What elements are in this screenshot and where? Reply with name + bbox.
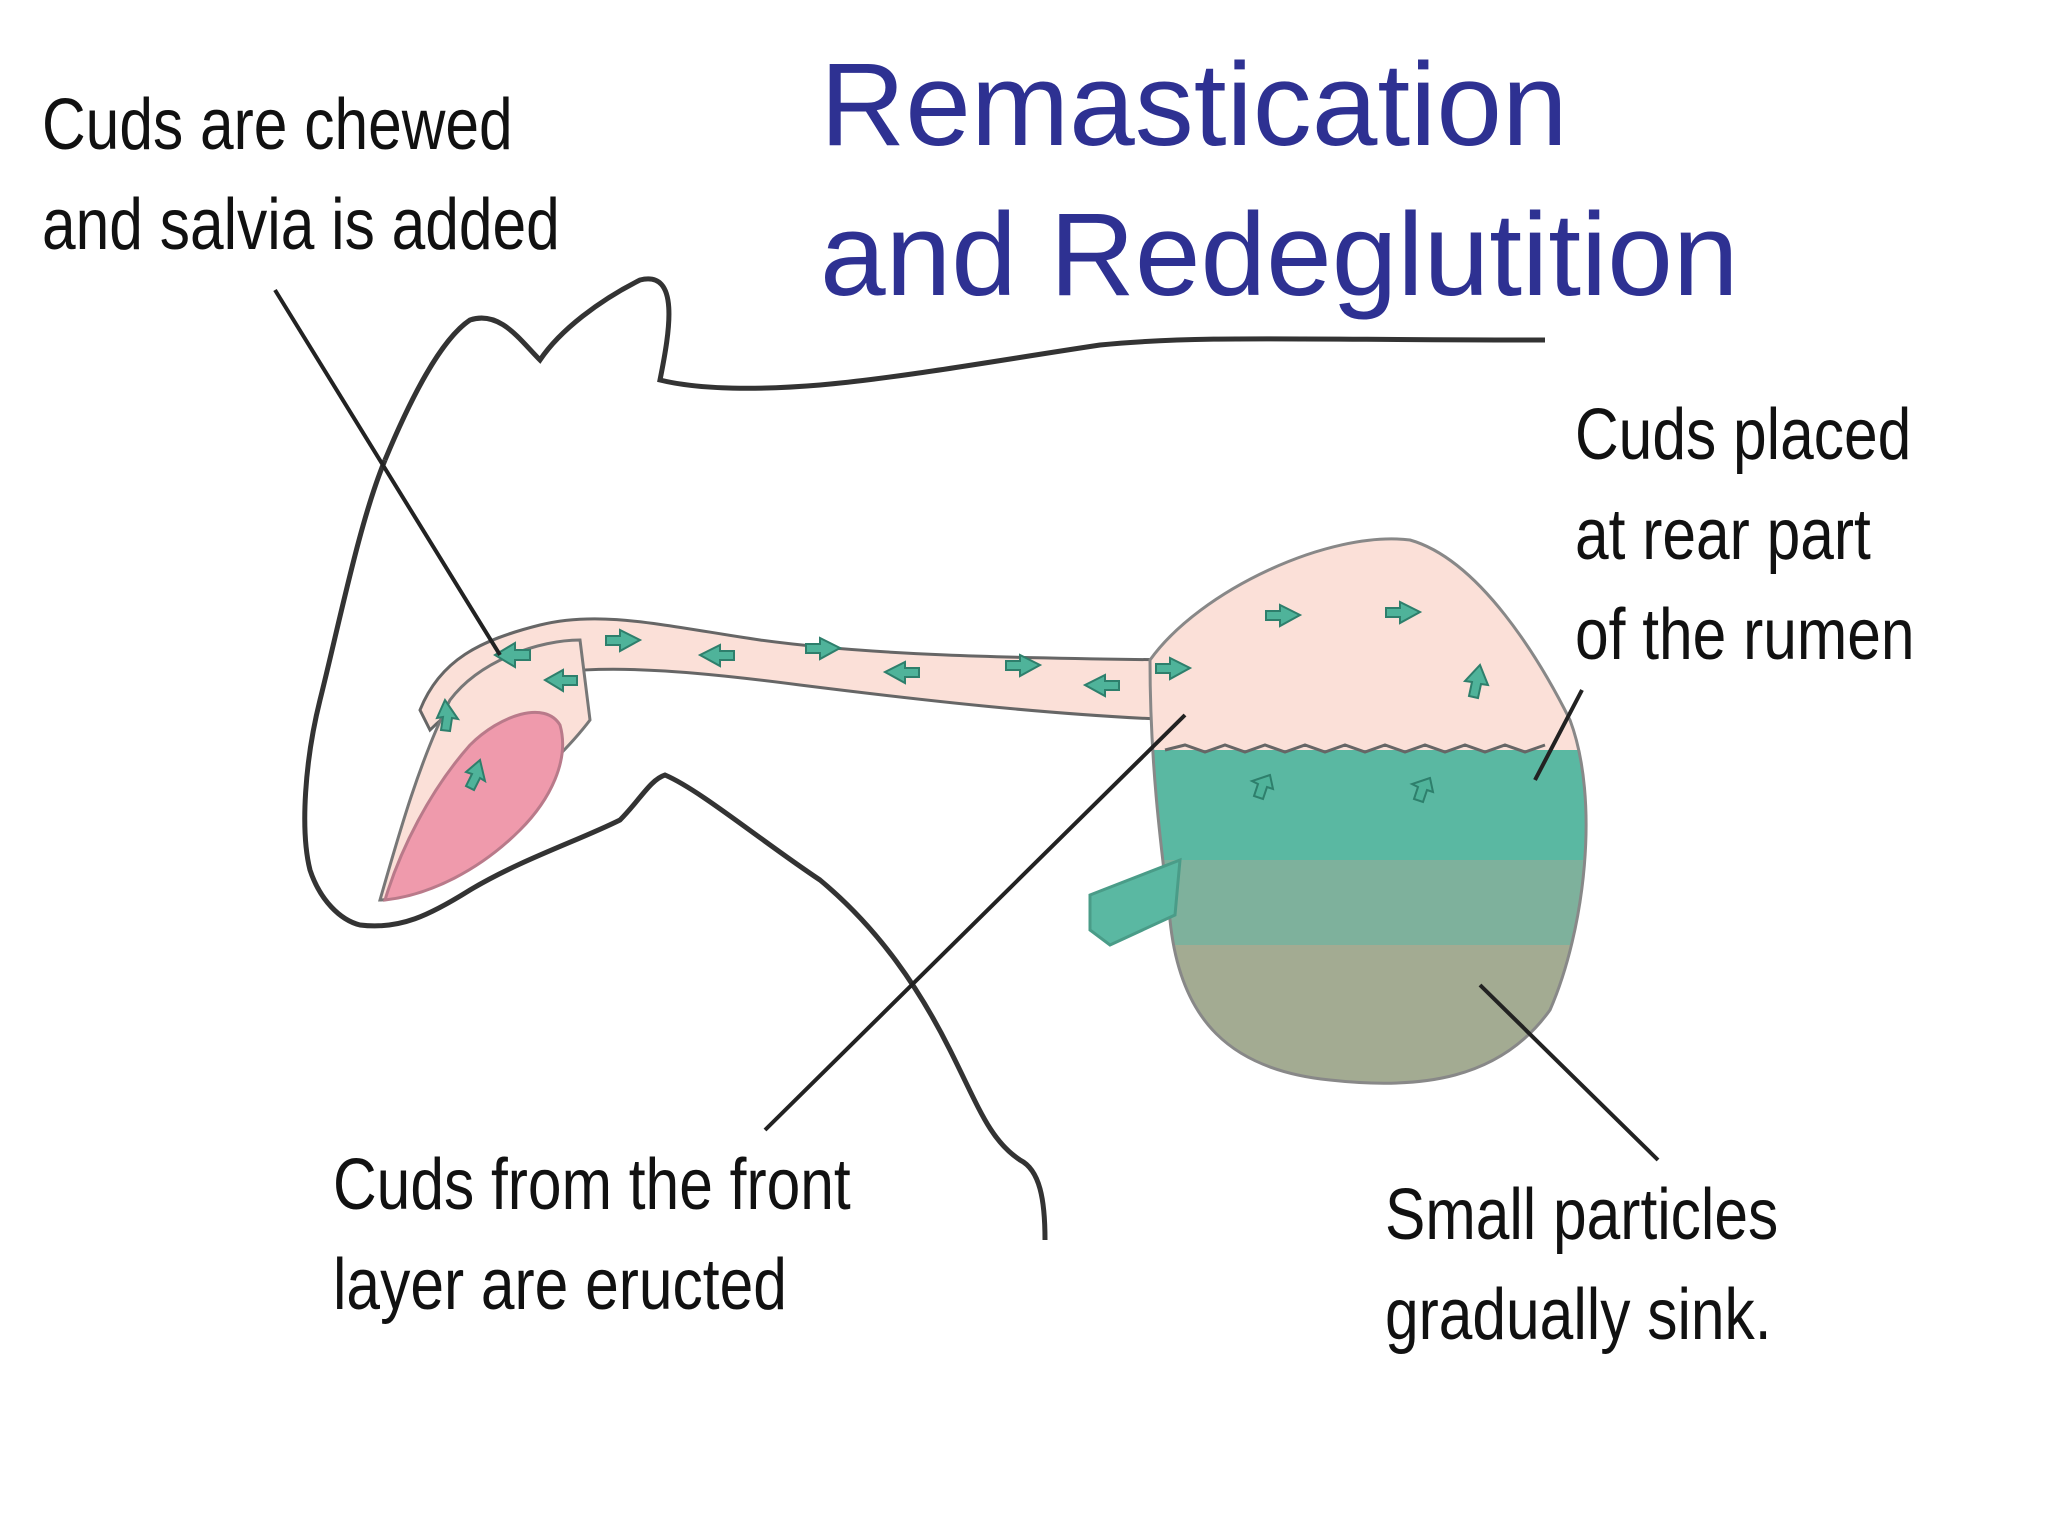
pointer-lines (273, 288, 1660, 1162)
label-particles-sink: Small particles gradually sink. (1385, 1165, 1778, 1365)
label-chewed-line-1: Cuds are chewed (42, 85, 513, 165)
label-cuds-eructed: Cuds from the front layer are eructed (333, 1135, 851, 1335)
label-placed-line-1: Cuds placed (1575, 395, 1912, 475)
label-eructed-line-1: Cuds from the front (333, 1145, 851, 1225)
cow-face-outline (302, 459, 1048, 1241)
label-cuds-chewed: Cuds are chewed and salvia is added (42, 75, 560, 275)
pointer-line-chewed (273, 288, 502, 657)
label-placed-line-3: of the rumen (1575, 595, 1915, 675)
cud-arrow (1155, 656, 1193, 681)
label-placed-line-2: at rear part (1575, 495, 1871, 575)
label-sink-line-2: gradually sink. (1385, 1275, 1772, 1355)
label-eructed-line-2: layer are eructed (333, 1245, 787, 1325)
cud-arrow (435, 697, 461, 733)
label-sink-line-1: Small particles (1385, 1175, 1779, 1255)
label-chewed-line-2: and salvia is added (42, 185, 560, 265)
cud-arrow (697, 643, 735, 668)
cud-arrow (1385, 600, 1423, 625)
tongue (382, 710, 565, 902)
cud-arrow (1005, 653, 1043, 678)
cud-arrow (1082, 673, 1120, 698)
reticulum-stub (1088, 857, 1182, 947)
cud-arrow (493, 641, 531, 669)
rumen-surface-line (1164, 743, 1546, 754)
cud-arrow (1409, 776, 1435, 804)
title-line-1: Remastication (820, 39, 1568, 171)
page-title: Remastication and Redeglutition (820, 30, 1738, 330)
pointer-line-sink (1478, 983, 1660, 1162)
title-line-2: and Redeglutition (820, 189, 1739, 321)
cud-arrow (543, 668, 578, 693)
cud-arrow (805, 636, 843, 661)
cud-arrow (1265, 603, 1303, 628)
pointer-line-eructed (763, 713, 1187, 1132)
pointer-line-placed (1533, 689, 1584, 781)
cud-arrow (605, 628, 643, 653)
cud-arrow (464, 758, 487, 792)
cow-outline (382, 276, 1546, 461)
cud-arrows (435, 600, 1490, 804)
label-cuds-placed: Cuds placed at rear part of the rumen (1575, 385, 1915, 685)
cud-arrow (882, 660, 920, 685)
rumen-outline (1148, 537, 1588, 1085)
cud-arrow (1249, 773, 1275, 801)
cud-arrow (1462, 663, 1490, 700)
